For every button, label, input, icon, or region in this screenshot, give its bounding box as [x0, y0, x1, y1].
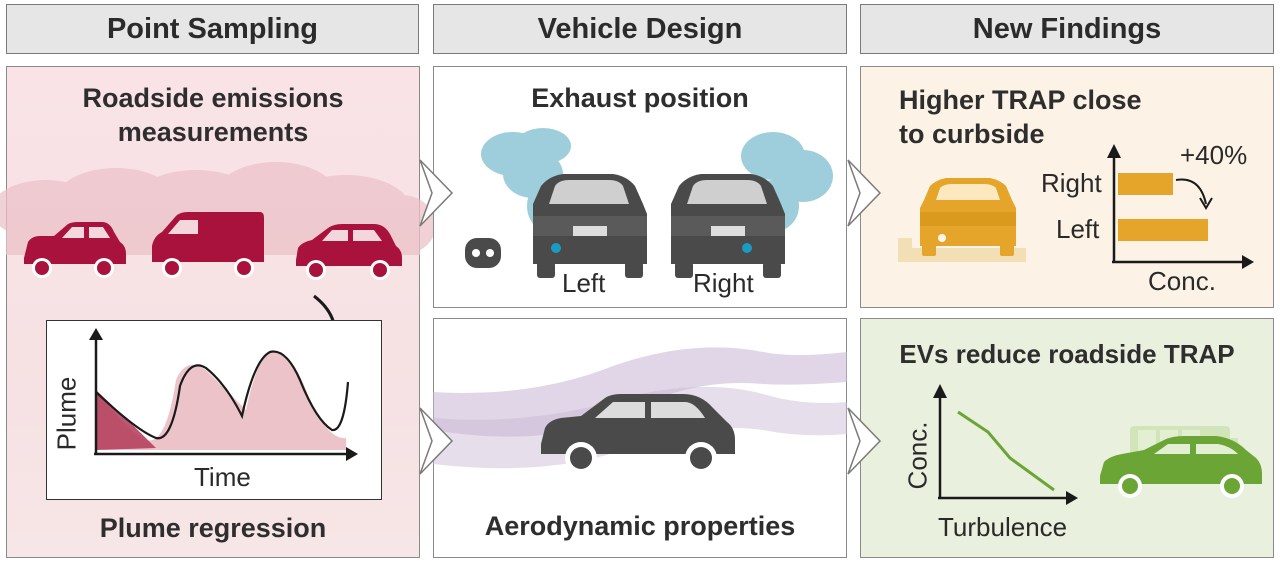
header-new-findings: New Findings — [860, 4, 1274, 54]
red-hatchback-car — [24, 222, 126, 278]
trap-bar-right-label: Right — [1041, 168, 1102, 198]
ev-ylabel: Conc. — [902, 421, 933, 490]
trap-xlabel: Conc. — [1148, 266, 1216, 296]
plume-axis-xlabel: Time — [194, 462, 251, 492]
exhaust-cars-illustration — [465, 128, 833, 278]
sensor-device-icon — [465, 238, 501, 268]
ev-title: EVs reduce roadside TRAP — [899, 339, 1235, 369]
roadside-title-line1: Roadside emissions — [82, 83, 344, 113]
roadside-title-line2: measurements — [117, 117, 309, 147]
red-hatchback-car-2 — [296, 224, 402, 280]
plume-regression-title: Plume regression — [99, 513, 327, 543]
ev-xlabel: Turbulence — [938, 512, 1068, 542]
exhaust-position-title: Exhaust position — [531, 83, 749, 113]
chevron-arrow-icon — [419, 159, 454, 227]
plume-axis-ylabel: Plume — [51, 376, 82, 451]
header-point-sampling: Point Sampling — [6, 4, 419, 54]
trap-increase-label: +40% — [1180, 140, 1248, 170]
trap-illustration — [898, 144, 1254, 269]
bar-left — [1118, 219, 1208, 241]
exhaust-right-label: Right — [693, 268, 754, 298]
header-vehicle-design: Vehicle Design — [433, 4, 847, 54]
bar-right — [1118, 173, 1173, 195]
trap-bar-chart — [1107, 144, 1254, 269]
green-ev-car — [1100, 436, 1262, 498]
roadside-traffic-illustration — [0, 162, 436, 280]
aerodynamic-title: Aerodynamic properties — [484, 511, 796, 541]
yellow-car-rear — [920, 178, 1016, 256]
aerodynamic-illustration — [433, 347, 847, 474]
gray-suv-side — [541, 394, 735, 474]
gray-car-rear-left — [533, 174, 647, 278]
plume-plot — [89, 328, 358, 461]
exhaust-left-label: Left — [562, 268, 606, 298]
gray-car-rear-right — [671, 174, 785, 278]
trap-bar-left-label: Left — [1056, 214, 1100, 244]
chevron-arrow-icon-4 — [847, 407, 882, 475]
red-van — [152, 212, 264, 278]
trap-title-line2: to curbside — [899, 119, 1045, 149]
ev-illustration — [933, 384, 1262, 505]
chevron-arrow-icon-2 — [419, 407, 454, 475]
trap-title-line1: Higher TRAP close — [899, 85, 1142, 115]
trap-curbside-panel: Higher TRAP close to curbside — [860, 66, 1274, 308]
chevron-arrow-icon-3 — [847, 159, 882, 227]
